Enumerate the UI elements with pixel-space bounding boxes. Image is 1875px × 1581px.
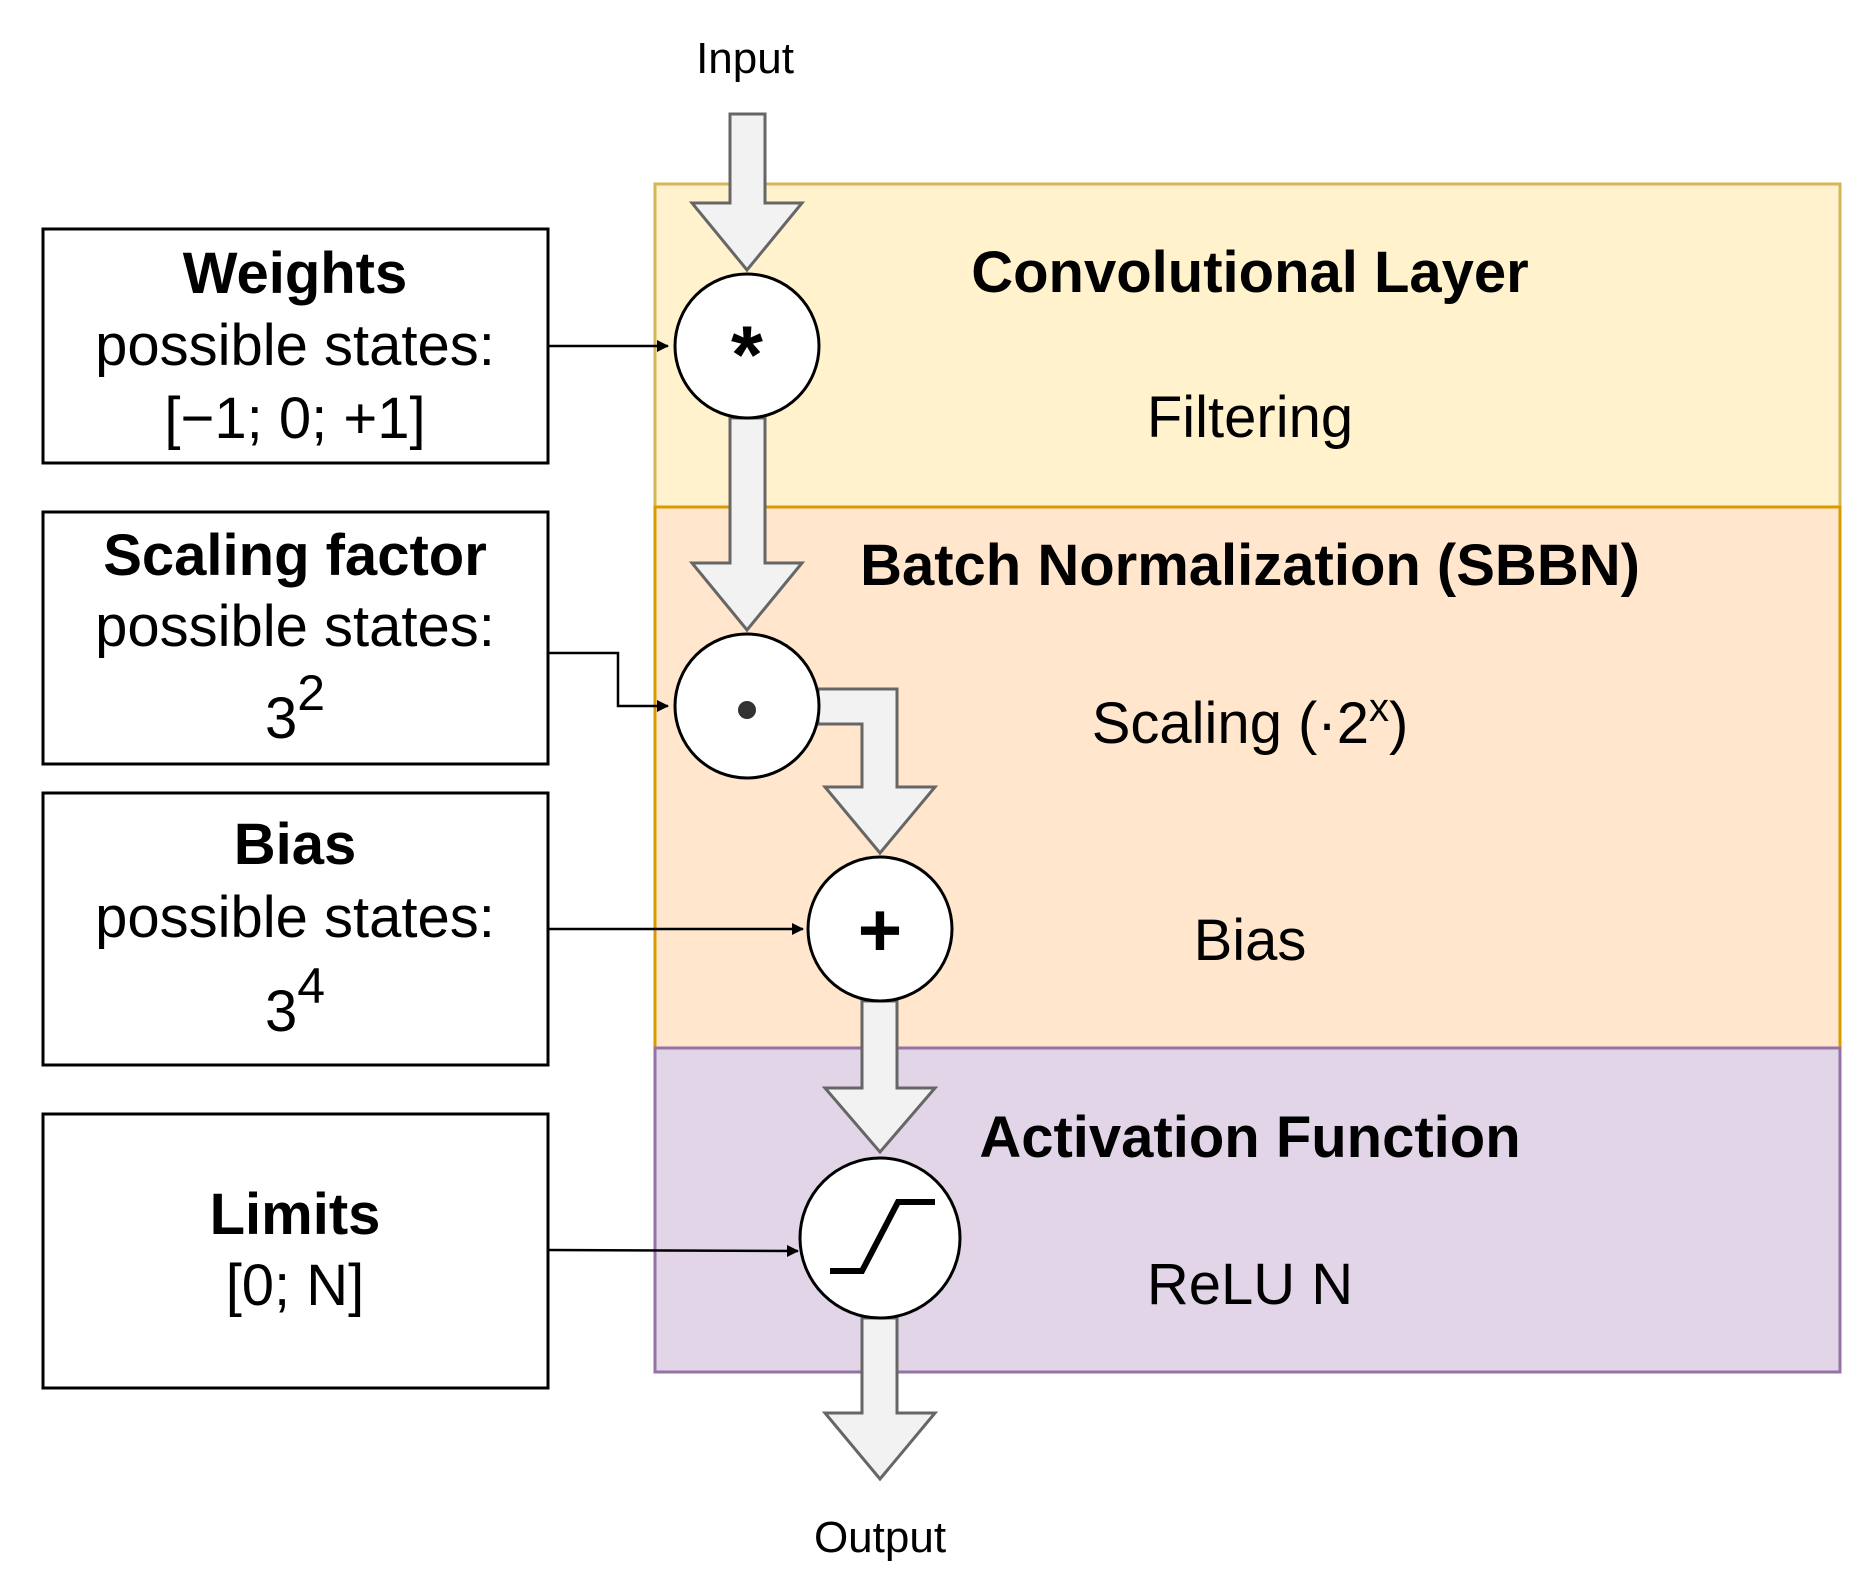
flow-arrow-scale-to-add (816, 687, 939, 856)
conv-layer-title: Convolutional Layer (971, 240, 1529, 305)
input-label: Input (696, 34, 794, 83)
scaling-title: Scaling factor (103, 523, 487, 588)
bias-title: Bias (234, 812, 357, 877)
weights-states-values: [−1; 0; +1] (164, 386, 425, 451)
act-layer-subtitle: ReLU N (1147, 1252, 1353, 1317)
limits-box (41, 1112, 550, 1390)
weights-states-label: possible states: (95, 313, 495, 378)
bn-bias-label: Bias (1194, 908, 1307, 973)
limits-range: [0; N] (226, 1253, 365, 1318)
act-layer-title: Activation Function (979, 1105, 1520, 1170)
convolution-operator (673, 272, 821, 420)
limits-title: Limits (210, 1182, 381, 1247)
flow-arrow-input (688, 112, 806, 273)
bn-layer-title: Batch Normalization (SBBN) (860, 533, 1640, 598)
limits-connector (547, 1244, 799, 1257)
scaling-box (41, 510, 550, 766)
bn-scaling-label: Scaling (·2x) (1092, 686, 1409, 756)
conv-layer-subtitle: Filtering (1147, 385, 1353, 450)
addition-operator (806, 855, 954, 1003)
convolution-symbol: * (731, 310, 763, 401)
weights-title: Weights (183, 241, 408, 306)
scaling-connector (548, 651, 669, 712)
weights-box (41, 227, 550, 465)
flow-arrow-output (821, 1316, 939, 1482)
addition-symbol: + (858, 888, 902, 973)
flow-arrow-conv-to-scale (688, 416, 806, 633)
ramp-icon (830, 1199, 935, 1274)
bias-box (41, 791, 550, 1067)
flow-arrow-add-to-act (821, 999, 939, 1155)
scaling-dot-icon (738, 701, 756, 719)
scaling-states-values: 32 (265, 665, 325, 751)
scaling-states-label: possible states: (95, 594, 495, 659)
output-label: Output (814, 1513, 946, 1562)
bias-states-label: possible states: (95, 885, 495, 950)
conv-layer-band (653, 182, 1842, 509)
bias-states-values: 34 (265, 958, 325, 1044)
